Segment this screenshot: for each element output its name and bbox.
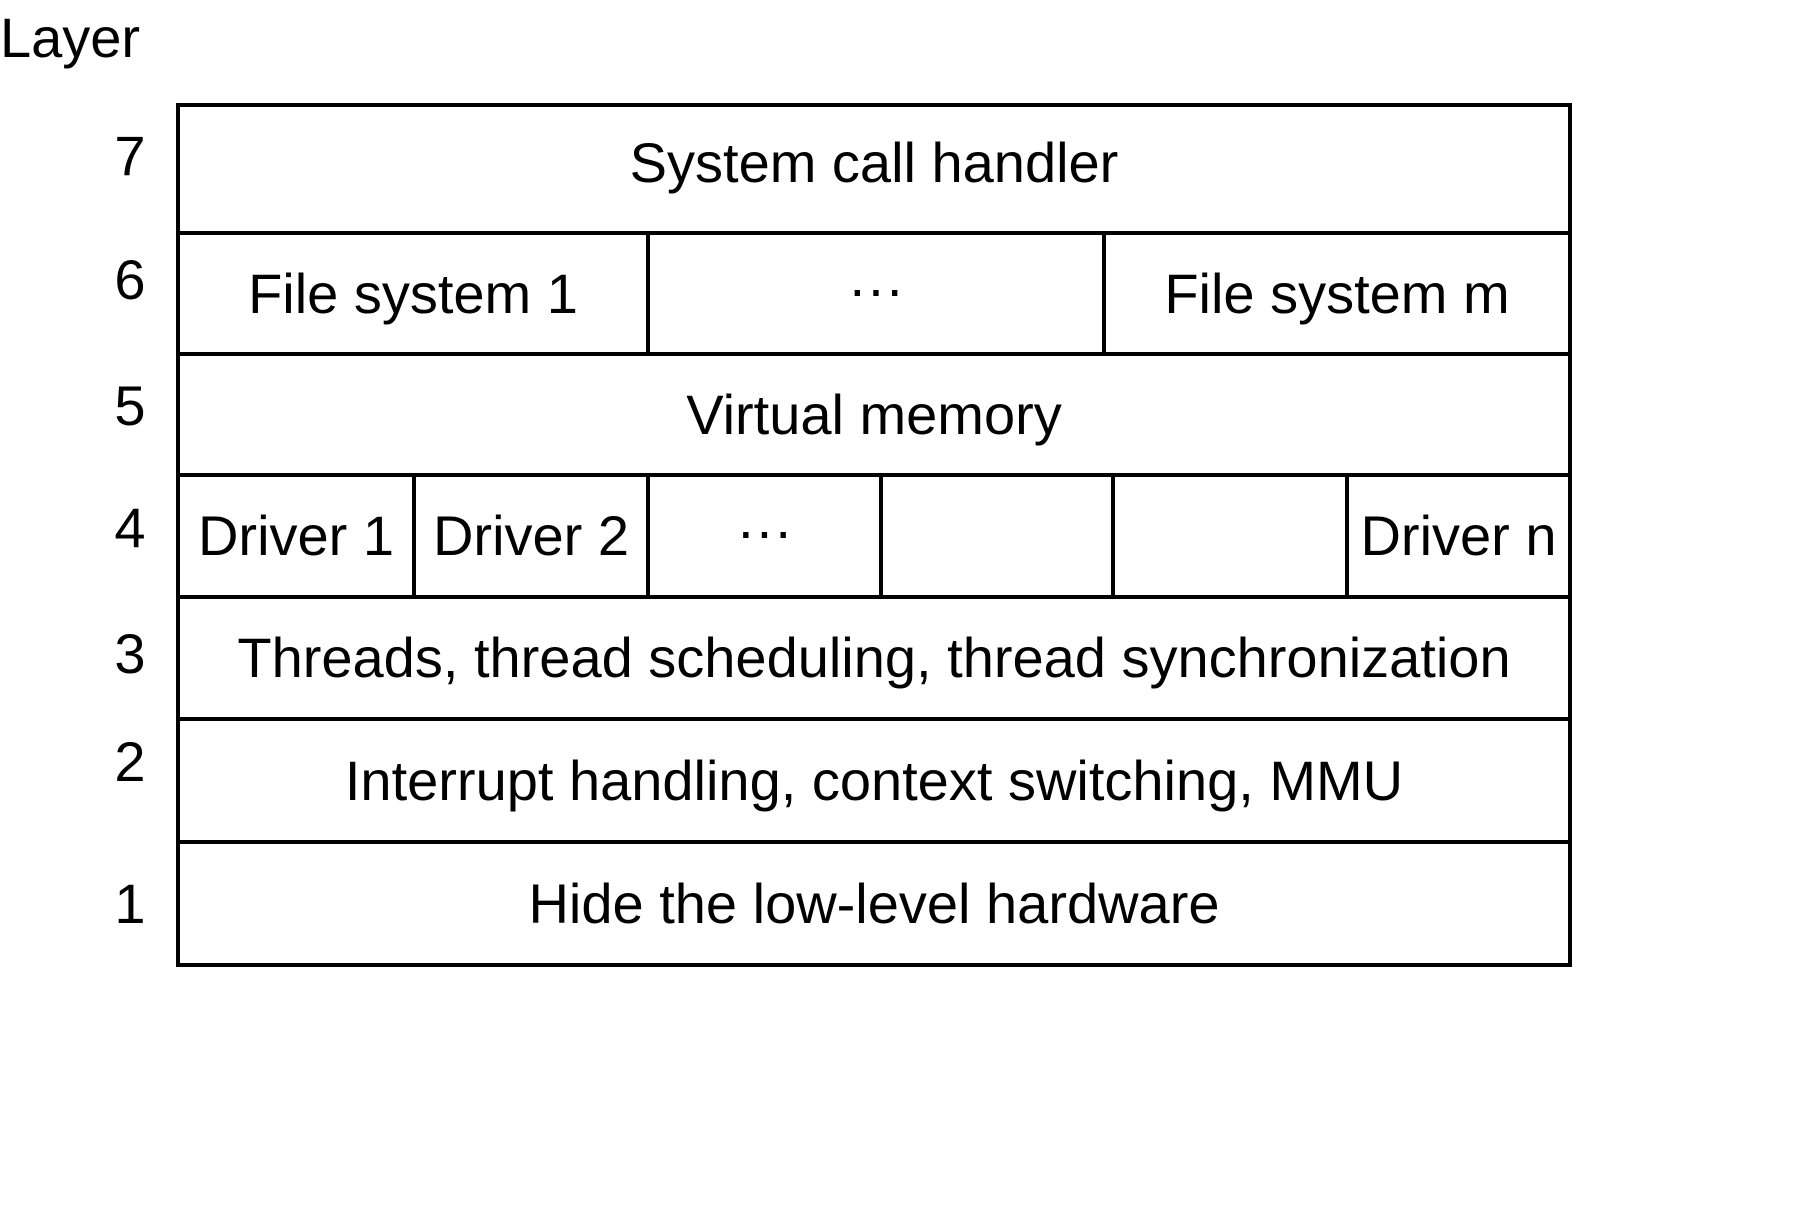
layer-row-7: System call handler bbox=[180, 107, 1568, 231]
system-call-handler-cell: System call handler bbox=[629, 131, 1119, 194]
threads-cell: Threads, thread scheduling, thread synch… bbox=[237, 626, 1511, 689]
layer-row-4: Driver 1 Driver 2 ··· Driver n bbox=[180, 473, 1568, 595]
driver-empty-cell-2 bbox=[1111, 477, 1345, 595]
layer-axis-title: Layer bbox=[0, 6, 141, 69]
layer-number-1: 1 bbox=[114, 872, 146, 935]
layer-row-3: Threads, thread scheduling, thread synch… bbox=[180, 595, 1568, 717]
driver-1-cell: Driver 1 bbox=[197, 504, 395, 567]
layer-number-4: 4 bbox=[114, 496, 146, 559]
layer-number-7: 7 bbox=[114, 124, 146, 187]
layer-number-6: 6 bbox=[114, 248, 146, 311]
layer-number-5: 5 bbox=[114, 374, 146, 437]
file-system-1-cell: File system 1 bbox=[248, 261, 578, 325]
layer-row-6: File system 1 ··· File system m bbox=[180, 231, 1568, 352]
driver-2-cell: Driver 2 bbox=[412, 477, 646, 595]
driver-n-cell: Driver n bbox=[1345, 477, 1568, 595]
virtual-memory-cell: Virtual memory bbox=[686, 382, 1062, 446]
hide-hardware-cell: Hide the low-level hardware bbox=[528, 871, 1220, 935]
file-system-ellipsis-cell: ··· bbox=[646, 235, 1102, 352]
layer-row-1: Hide the low-level hardware bbox=[180, 840, 1568, 963]
file-system-m-cell: File system m bbox=[1102, 235, 1568, 352]
layer-stack: System call handler File system 1 ··· Fi… bbox=[176, 103, 1572, 967]
layer-number-3: 3 bbox=[114, 622, 146, 685]
driver-empty-cell-1 bbox=[879, 477, 1111, 595]
interrupt-handling-cell: Interrupt handling, context switching, M… bbox=[344, 748, 1404, 812]
layer-row-2: Interrupt handling, context switching, M… bbox=[180, 717, 1568, 840]
layer-number-2: 2 bbox=[114, 730, 146, 793]
driver-ellipsis-cell: ··· bbox=[646, 477, 879, 595]
layer-row-5: Virtual memory bbox=[180, 352, 1568, 473]
